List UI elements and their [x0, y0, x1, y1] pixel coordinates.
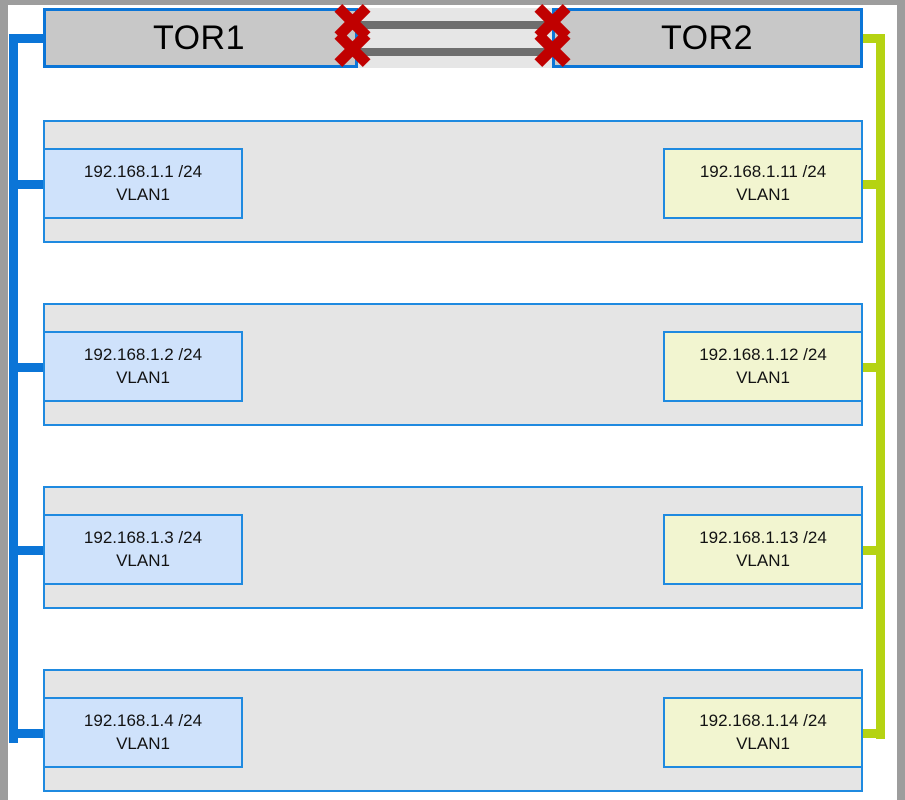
- vlan-text: VLAN1: [736, 184, 790, 204]
- address-text: 192.168.1.1 /24: [83, 161, 203, 181]
- vlan-text: VLAN1: [116, 367, 170, 387]
- green-bus-stub-tor2: [861, 34, 885, 43]
- address-text: 192.168.1.2 /24: [83, 344, 203, 364]
- tor1-label: TOR1: [152, 19, 246, 57]
- frame-top-edge: [0, 0, 905, 5]
- tor2-label: TOR2: [660, 19, 754, 57]
- blue-bus-stub-row-1: [9, 180, 45, 189]
- host-row: 192.168.1.2 /24 VLAN1 192.168.1.12 /24 V…: [43, 303, 863, 426]
- left-address-box[interactable]: 192.168.1.3 /24 VLAN1: [43, 514, 243, 585]
- vlan-text: VLAN1: [736, 733, 790, 753]
- host-row: 192.168.1.1 /24 VLAN1 192.168.1.11 /24 V…: [43, 120, 863, 243]
- blue-bus-stub-row-3: [9, 546, 45, 555]
- right-address-box[interactable]: 192.168.1.11 /24 VLAN1: [663, 148, 863, 219]
- left-address-box[interactable]: 192.168.1.1 /24 VLAN1: [43, 148, 243, 219]
- vlan-text: VLAN1: [736, 550, 790, 570]
- green-bus-stub-row-3: [849, 546, 885, 555]
- peer-link-lower-cable: [358, 48, 552, 56]
- tor-switch-bar: TOR1 TOR2: [43, 8, 863, 68]
- blue-bus-trunk: [9, 38, 18, 743]
- left-address-box[interactable]: 192.168.1.2 /24 VLAN1: [43, 331, 243, 402]
- frame-left-edge: [0, 0, 8, 800]
- right-address-box[interactable]: 192.168.1.13 /24 VLAN1: [663, 514, 863, 585]
- green-bus-trunk: [876, 34, 885, 739]
- address-text: 192.168.1.14 /24: [699, 710, 827, 730]
- address-text: 192.168.1.3 /24: [83, 527, 203, 547]
- right-address-box[interactable]: 192.168.1.12 /24 VLAN1: [663, 331, 863, 402]
- right-address-box[interactable]: 192.168.1.14 /24 VLAN1: [663, 697, 863, 768]
- green-bus-stub-row-2: [849, 363, 885, 372]
- address-text: 192.168.1.11 /24: [699, 161, 827, 181]
- vlan-text: VLAN1: [116, 550, 170, 570]
- peer-link-upper-cable: [358, 21, 552, 29]
- interconnect-panel: [355, 8, 555, 68]
- address-text: 192.168.1.12 /24: [699, 344, 827, 364]
- host-row: 192.168.1.3 /24 VLAN1 192.168.1.13 /24 V…: [43, 486, 863, 609]
- host-row: 192.168.1.4 /24 VLAN1 192.168.1.14 /24 V…: [43, 669, 863, 792]
- green-bus-stub-row-1: [849, 180, 885, 189]
- green-bus-stub-row-4: [849, 729, 885, 738]
- address-text: 192.168.1.13 /24: [699, 527, 827, 547]
- vlan-text: VLAN1: [736, 367, 790, 387]
- address-text: 192.168.1.4 /24: [83, 710, 203, 730]
- blue-bus-stub-row-4: [9, 729, 45, 738]
- blue-bus-stub-tor1: [9, 34, 45, 43]
- left-address-box[interactable]: 192.168.1.4 /24 VLAN1: [43, 697, 243, 768]
- frame-right-edge: [897, 0, 905, 800]
- blue-bus-stub-row-2: [9, 363, 45, 372]
- vlan-text: VLAN1: [116, 733, 170, 753]
- vlan-text: VLAN1: [116, 184, 170, 204]
